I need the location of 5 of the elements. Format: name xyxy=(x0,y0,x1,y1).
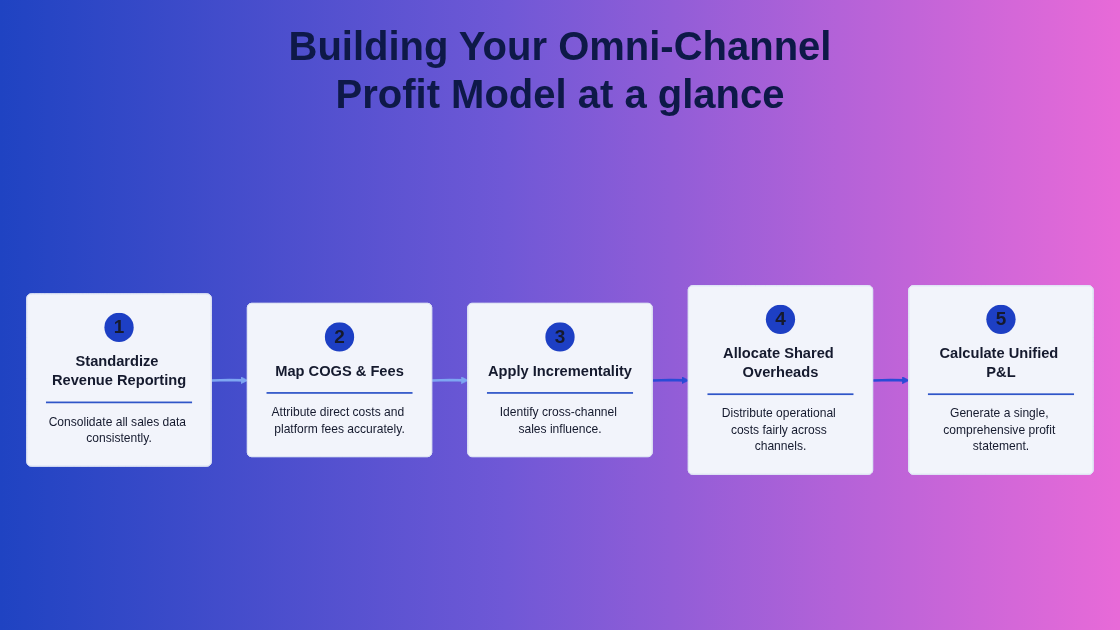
arrow xyxy=(432,376,469,385)
arrow xyxy=(211,376,249,385)
title: Building Your Omni-Channel Profit Model at a glance xyxy=(287,23,833,118)
arrow xyxy=(652,376,690,385)
arrow xyxy=(873,376,910,385)
